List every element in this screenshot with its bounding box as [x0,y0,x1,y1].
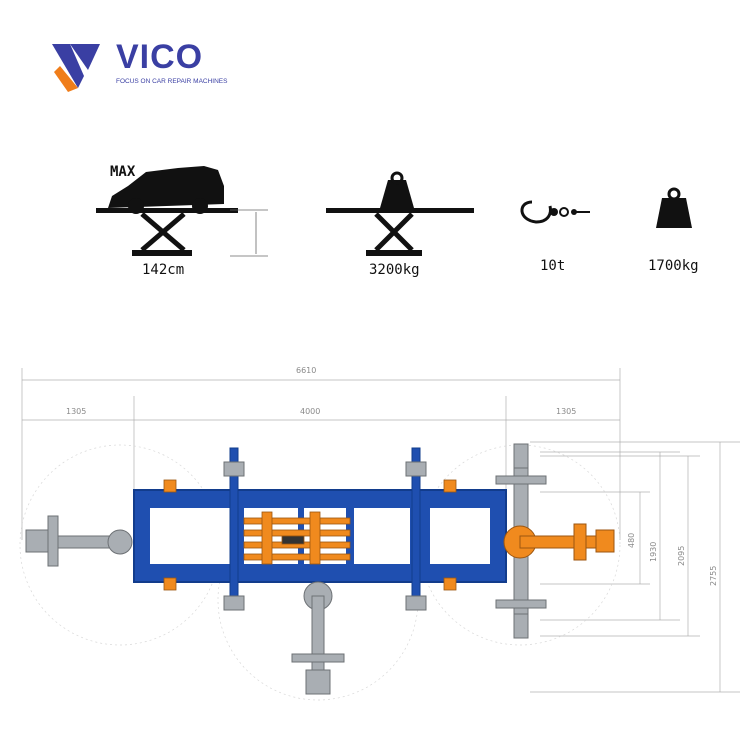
platform-capacity-icon [326,171,474,256]
lift-height-icon [96,166,268,257]
brand-tagline: FOCUS ON CAR REPAIR MACHINES [116,78,228,85]
dim-width-2: 1930 [649,542,658,562]
weight-icon [656,187,692,228]
dim-left-extension: 1305 [66,407,86,416]
spec-platform-capacity: 3200kg [369,262,420,278]
dim-width-3: 2095 [677,546,686,566]
dim-right-extension: 1305 [556,407,576,416]
dim-overall-length: 6610 [296,366,316,375]
cross-beams [223,447,427,611]
bottom-tower [291,581,345,695]
spec-pulling-force: 10t [540,258,566,274]
dim-width-4: 2755 [709,566,718,586]
spec-lift-height: 142cm [142,262,185,278]
right-tower [495,443,615,639]
dimension-lines [21,368,740,693]
clamps [163,479,457,591]
spec-max-label: MAX [110,164,136,180]
spec-capacity-2: 1700kg [648,258,699,274]
brand-name: VICO [116,38,204,76]
pulling-force-icon [520,200,590,224]
vico-logo-mark [52,44,100,92]
dim-platform-length: 4000 [300,407,320,416]
scissor-lift [243,511,351,565]
dim-width-1: 480 [627,533,636,548]
left-tower [25,515,133,567]
